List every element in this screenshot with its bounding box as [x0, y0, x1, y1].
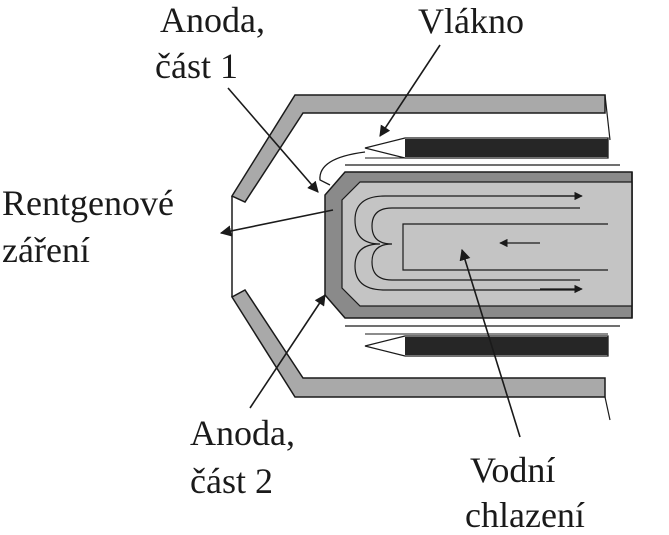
pointer-anode-part2: [249, 294, 326, 409]
label-xray-line2: záření: [2, 230, 90, 270]
pointer-xray: [219, 209, 334, 237]
label-anode-part2-line1: Anoda,: [190, 413, 295, 453]
filament-bar-bottom: [405, 337, 608, 355]
label-filament: Vlákno: [418, 1, 524, 41]
cooling-loop-inner: [371, 207, 580, 281]
insulator-curve: [319, 151, 366, 186]
label-water-cooling-line2: chlazení: [465, 495, 585, 535]
filament-bar-top: [405, 139, 608, 157]
pointer-filament: [379, 44, 441, 137]
outer-housing-right-edge-bottom: [604, 396, 611, 421]
label-xray-line1: Rentgenové: [2, 183, 174, 223]
label-anode-part1-line1: Anoda,: [160, 0, 265, 40]
pointer-water-cooling: [459, 248, 521, 438]
label-anode-part2-line2: část 2: [190, 461, 273, 501]
pointer-anode-part1: [227, 87, 319, 193]
cooling-inlet-channel: [402, 223, 608, 271]
label-anode-part1-line2: část 1: [155, 46, 238, 86]
outer-housing-bottom: [230, 289, 606, 398]
outer-housing-right-edge-top: [604, 94, 611, 141]
outer-housing-top: [230, 94, 606, 203]
label-water-cooling-line1: Vodní: [470, 450, 555, 490]
cooling-loop-outer: [354, 195, 580, 291]
